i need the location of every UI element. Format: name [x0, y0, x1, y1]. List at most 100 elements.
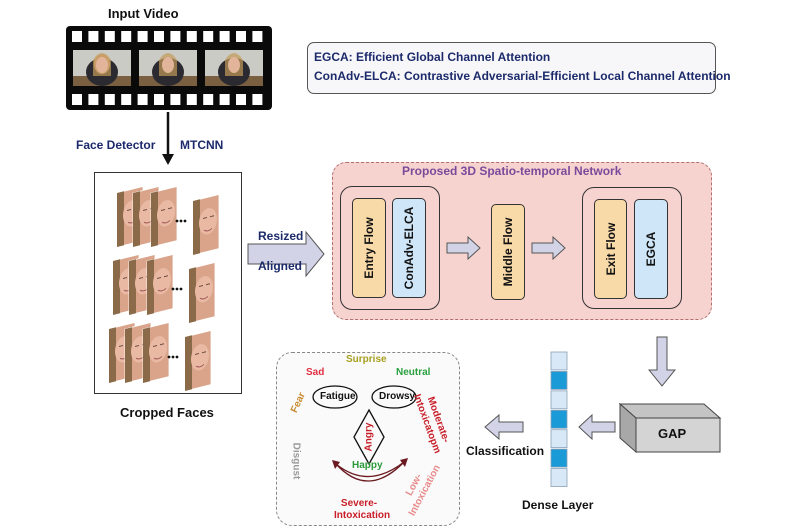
face-row	[108, 322, 212, 392]
sprocket-hole-top	[219, 31, 230, 42]
sprocket-hole-bottom	[72, 94, 82, 105]
ellipsis-dot	[183, 219, 187, 223]
dense-unit-inactive	[550, 351, 568, 371]
ellipsis-dot	[175, 219, 179, 223]
video-frame-1	[73, 50, 131, 86]
class-happy: Happy	[352, 460, 383, 471]
severe-line-1: Severe-	[340, 498, 378, 509]
sprocket-hole-bottom	[137, 94, 148, 105]
gap-to-dense-arrow	[578, 414, 616, 440]
input-video-title: Input Video	[108, 6, 179, 21]
face-crop	[146, 254, 174, 316]
angry-diamond	[353, 408, 385, 466]
class-angry: Angry	[363, 422, 375, 452]
network-to-gap-arrow	[648, 336, 676, 387]
video-frame-3	[205, 50, 263, 86]
sprocket-hole-bottom	[252, 94, 263, 105]
dense-unit-inactive	[550, 390, 568, 410]
conadv-elca-label: ConAdv-ELCA	[402, 206, 416, 290]
exit-flow-label: Exit Flow	[603, 222, 618, 276]
ellipsis-dot	[179, 287, 183, 291]
entry-flow-box: Entry Flow	[352, 198, 386, 298]
exit-block	[582, 187, 682, 309]
classification-label: Classification	[466, 444, 545, 458]
dense-unit-active	[550, 371, 568, 390]
middle-to-exit-arrow	[531, 236, 566, 260]
resize-align-arrow	[247, 230, 325, 278]
sprocket-hole-top	[72, 31, 82, 42]
class-drowsy: Drowsy	[379, 391, 416, 402]
sprocket-hole-top	[137, 31, 148, 42]
sprocket-hole-top	[170, 31, 181, 42]
film-strip	[66, 26, 272, 110]
class-neutral: Neutral	[396, 367, 431, 378]
middle-flow-label: Middle Flow	[501, 217, 515, 287]
sprocket-hole-bottom	[121, 94, 132, 105]
sprocket-holes	[72, 31, 263, 105]
sprocket-hole-bottom	[186, 94, 197, 105]
sprocket-hole-top	[104, 31, 115, 42]
entry-block	[340, 186, 440, 310]
class-disgust: Disgust	[290, 442, 302, 480]
sprocket-hole-bottom	[219, 94, 230, 105]
face-crop	[184, 330, 212, 392]
gap-label: GAP	[658, 426, 687, 441]
egca-box: EGCA	[634, 199, 668, 299]
sprocket-hole-top	[252, 31, 263, 42]
exit-flow-box: Exit Flow	[594, 199, 627, 299]
network-title: Proposed 3D Spatio-temporal Network	[402, 164, 622, 178]
ellipsis-dot	[171, 287, 175, 291]
sprocket-hole-bottom	[170, 94, 181, 105]
resized-label: Resized	[258, 229, 304, 243]
class-surprise: Surprise	[346, 354, 387, 365]
class-severe-intoxication: Severe- Intoxication	[334, 498, 391, 522]
face-detector-arrow	[162, 112, 174, 165]
gap-block	[618, 402, 722, 454]
ellipse-group	[312, 385, 417, 409]
sprocket-hole-top	[121, 31, 132, 42]
sprocket-hole-bottom	[104, 94, 115, 105]
ellipsis-dot	[179, 219, 183, 223]
face-stacks	[108, 186, 220, 392]
dense-unit-active	[550, 448, 568, 468]
legend-item-egca: EGCA: Efficient Global Channel Attention	[314, 50, 551, 64]
cropped-faces-caption: Cropped Faces	[120, 405, 214, 420]
face-crop	[142, 322, 170, 384]
cropped-faces-panel	[94, 172, 242, 394]
dense-layer-caption: Dense Layer	[522, 498, 594, 512]
ellipsis-dot	[175, 355, 179, 359]
face-crop	[188, 262, 216, 324]
sprocket-hole-top	[88, 31, 99, 42]
conadv-elca-box: ConAdv-ELCA	[392, 198, 426, 298]
abbreviation-legend: EGCA: Efficient Global Channel Attention…	[307, 42, 731, 94]
sprocket-hole-top	[186, 31, 197, 42]
severe-line-2: Intoxication	[334, 510, 391, 521]
mtcnn-label: MTCNN	[180, 138, 224, 152]
ellipsis-dot	[171, 355, 175, 359]
class-fatigue: Fatigue	[320, 391, 356, 402]
entry-to-middle-arrow	[446, 236, 481, 260]
dense-unit-active	[550, 409, 568, 429]
middle-flow-box: Middle Flow	[491, 204, 525, 300]
sprocket-hole-bottom	[236, 94, 246, 105]
ellipsis-dot	[175, 287, 179, 291]
dense-unit-inactive	[550, 429, 568, 449]
sprocket-hole-top	[203, 31, 214, 42]
ellipsis-dot	[167, 355, 171, 359]
dense-layer	[550, 351, 568, 487]
drowsy-ellipse	[371, 385, 417, 409]
dense-unit-inactive	[550, 468, 568, 487]
fatigue-ellipse	[312, 385, 358, 409]
sprocket-hole-bottom	[203, 94, 214, 105]
dense-to-classification-arrow	[484, 414, 524, 440]
egca-label: EGCA	[644, 231, 658, 267]
face-crop	[192, 194, 220, 256]
class-sad: Sad	[306, 367, 325, 378]
sprocket-hole-bottom	[154, 94, 164, 105]
face-row	[112, 254, 216, 324]
sprocket-hole-bottom	[88, 94, 99, 105]
entry-flow-label: Entry Flow	[362, 217, 376, 279]
sprocket-hole-top	[236, 31, 246, 42]
face-detector-label: Face Detector	[76, 138, 156, 152]
face-crop	[150, 186, 178, 248]
